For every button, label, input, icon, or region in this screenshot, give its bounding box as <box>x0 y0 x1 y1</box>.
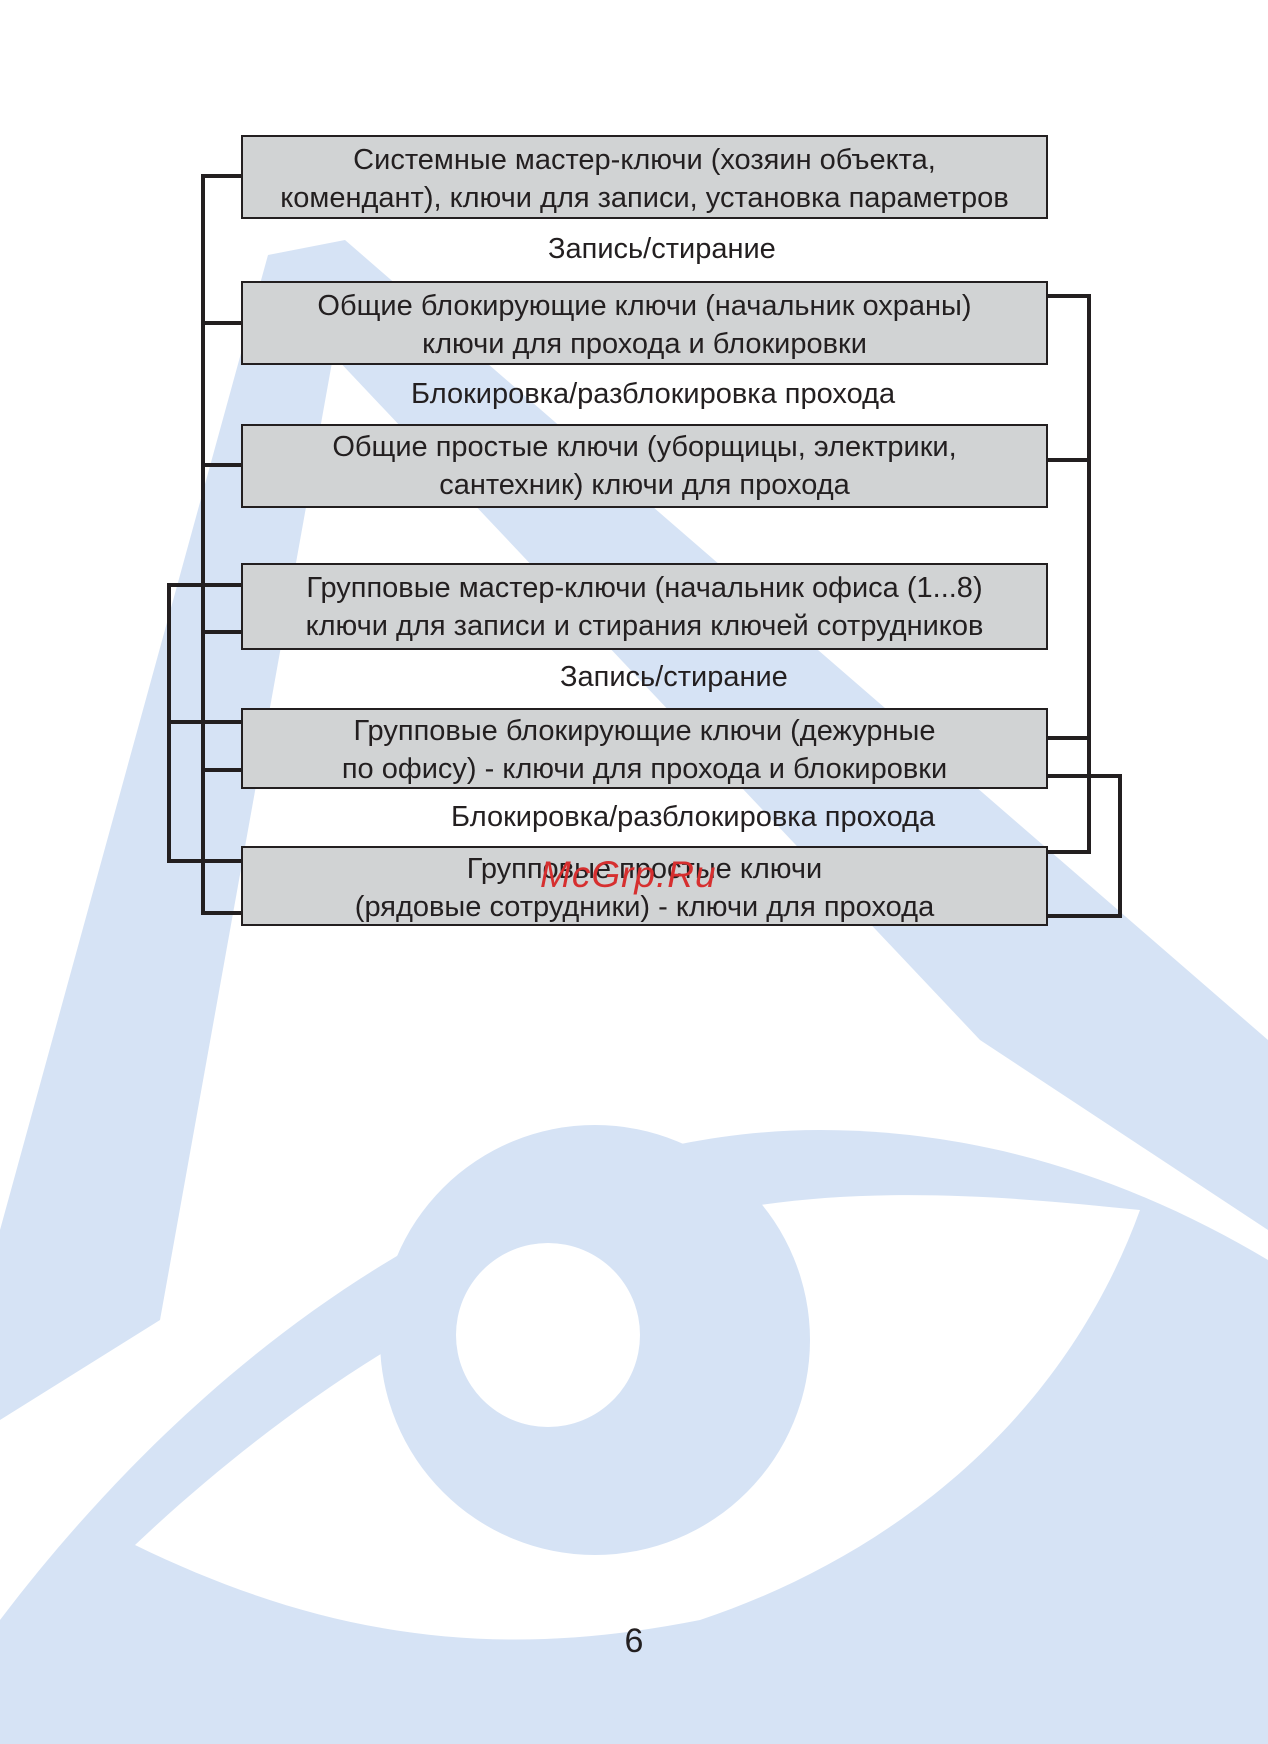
box-line: ключи для записи и стирания ключей сотру… <box>305 610 984 642</box>
box-line: Групповые простые ключи <box>466 853 823 885</box>
page-number: 6 <box>624 1622 644 1660</box>
common-simple-keys-box: Общие простые ключи (уборщицы, электрики… <box>241 424 1048 508</box>
box-line: Общие простые ключи (уборщицы, электрики… <box>332 431 957 463</box>
write-erase-label: Запись/стирание <box>548 233 776 265</box>
group-blocking-keys-box: Групповые блокирующие ключи (дежурные по… <box>241 708 1048 789</box>
box-line: сантехник) ключи для прохода <box>439 469 850 501</box>
box-line: по офису) - ключи для прохода и блокиров… <box>341 753 948 785</box>
block-unblock-label-group: Блокировка/разблокировка прохода <box>451 801 936 833</box>
watermark-pupil-highlight <box>456 1243 640 1427</box>
common-blocking-keys-box: Общие блокирующие ключи (начальник охран… <box>241 281 1048 365</box>
box-line: ключи для прохода и блокировки <box>422 328 867 360</box>
watermark-bottom-sweep <box>0 1430 1268 1744</box>
box-line: Общие блокирующие ключи (начальник охран… <box>317 290 972 322</box>
box-line: Групповые мастер-ключи (начальник офиса … <box>306 572 983 604</box>
box-line: (рядовые сотрудники) - ключи для прохода <box>354 891 935 923</box>
site-watermark-text: McGrp.Ru <box>540 854 717 895</box>
group-master-keys-box: Групповые мастер-ключи (начальник офиса … <box>241 563 1048 650</box>
write-erase-label-group: Запись/стирание <box>560 661 788 693</box>
system-master-keys-box: Системные мастер-ключи (хозяин объекта, … <box>241 135 1048 219</box>
group-simple-keys-box: Групповые простые ключи (рядовые сотрудн… <box>241 846 1048 926</box>
block-unblock-label: Блокировка/разблокировка прохода <box>411 378 896 410</box>
box-line: Групповые блокирующие ключи (дежурные <box>353 715 936 747</box>
box-line: Системные мастер-ключи (хозяин объекта, <box>353 144 936 176</box>
watermark-left-arm <box>0 255 345 1420</box>
box-line: комендант), ключи для записи, установка … <box>280 182 1009 214</box>
